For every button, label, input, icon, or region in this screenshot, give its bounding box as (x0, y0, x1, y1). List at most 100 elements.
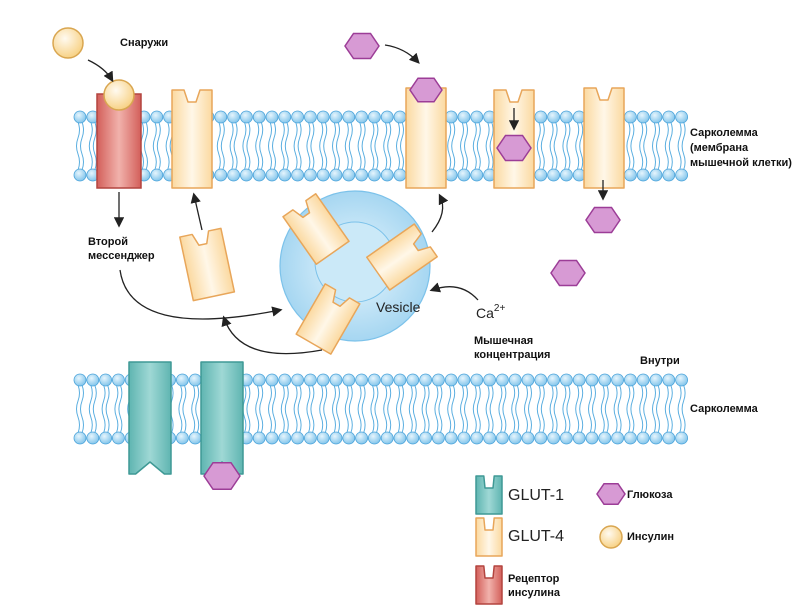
lipid-head (495, 431, 509, 445)
lipid-tail (268, 121, 272, 171)
lipid-head (624, 168, 637, 182)
arrows (87, 44, 609, 355)
lipid-tail (306, 384, 311, 434)
lipid-tail (348, 121, 353, 171)
lipid-tail (460, 384, 464, 434)
lipid-tail (370, 384, 375, 434)
lipid-tail (421, 384, 426, 434)
lipid-tail (579, 384, 584, 434)
lipid-head (444, 168, 458, 182)
lipid-tail (485, 384, 490, 434)
lipid-head (367, 431, 381, 445)
lipid-head (150, 168, 164, 182)
lipid-head (534, 110, 548, 124)
lipid-tail (310, 121, 315, 171)
lipid-head (380, 110, 394, 124)
lipid-tail (434, 384, 439, 434)
lipid-tail (588, 384, 592, 434)
label-vesicle: Vesicle (376, 299, 421, 315)
lipid-head (380, 373, 394, 387)
lipid-tail (536, 121, 541, 171)
glut4-vesicle (295, 283, 361, 355)
lipid-tail (259, 121, 264, 171)
lipid-head (662, 168, 676, 182)
lipid-head (534, 168, 548, 182)
lipid-tail (284, 384, 289, 434)
lipid-tail (76, 121, 80, 171)
lipid-head (598, 373, 612, 387)
lipid-head (214, 110, 228, 124)
lipid-tail (485, 121, 490, 171)
lipid-head (303, 110, 317, 124)
lipid-tail (118, 384, 123, 434)
lipid-tail (613, 384, 618, 434)
lipid-tail (524, 384, 528, 434)
lipid-head (675, 431, 688, 445)
lipid-head (406, 373, 420, 387)
lipid-tail (284, 121, 289, 171)
lipid-tail (549, 384, 554, 434)
lipid-tail (540, 384, 545, 434)
lipid-head (291, 431, 305, 445)
lipid-head (303, 431, 317, 445)
lipid-tail (246, 384, 251, 434)
lipid-tail (383, 121, 388, 171)
lipid-head (227, 168, 241, 182)
lipid-tail (80, 121, 84, 171)
lipid-tail (182, 384, 187, 434)
lipid-tail (549, 121, 554, 171)
label-second-messenger-1: Второй (88, 236, 128, 248)
lipid-tail (575, 384, 580, 434)
label-muscle-contraction-1: Мышечная (474, 335, 533, 347)
lipid-head (355, 431, 369, 445)
lipid-tail (336, 121, 340, 171)
lipid-tail (156, 121, 161, 171)
lipid-tail (528, 384, 532, 434)
lipid-head (572, 431, 586, 445)
lipid-tail (348, 384, 353, 434)
lipid-tail (579, 121, 584, 171)
lipid-head (495, 373, 509, 387)
lipid-tail (374, 121, 379, 171)
lipid-tail (361, 384, 366, 434)
lipid-tail (639, 384, 644, 434)
lipid-head (99, 431, 112, 445)
lipid-tail (408, 384, 413, 434)
lipid-tail (464, 384, 468, 434)
lipid-tail (216, 121, 221, 171)
lipid-head (316, 373, 330, 387)
lipid-head (355, 110, 369, 124)
lipid-tail (489, 384, 494, 434)
legend-glut1-icon (475, 475, 503, 515)
lipid-tail (677, 384, 682, 434)
lipid-head (675, 110, 688, 124)
lipid-tail (447, 384, 452, 434)
lipid-head (470, 168, 484, 182)
lipid-tail (656, 384, 660, 434)
lipid-head (355, 168, 369, 182)
lipid-tail (562, 121, 567, 171)
lipid-head (508, 373, 522, 387)
lipid-tail (272, 384, 276, 434)
lipid-tail (233, 121, 238, 171)
lipid-head (393, 431, 407, 445)
lipid-head (521, 431, 535, 445)
lipid-head (444, 110, 458, 124)
lipid-head (329, 110, 343, 124)
lipid-head (303, 373, 317, 387)
lipid-head (303, 168, 317, 182)
lipid-head (675, 168, 688, 182)
lipid-tail (280, 121, 285, 171)
lipid-head (393, 168, 407, 182)
lipid-tail (476, 121, 481, 171)
lipid-head (291, 110, 305, 124)
lipid-head (112, 373, 125, 387)
lipid-tail (681, 121, 686, 171)
label-sarcolemma-top-3: мышечной клетки) (690, 157, 792, 169)
lipid-head (624, 110, 637, 124)
lipid-head (585, 431, 599, 445)
lipid-tail (242, 121, 247, 171)
lipid-head (419, 431, 433, 445)
lipid-tail (272, 121, 276, 171)
